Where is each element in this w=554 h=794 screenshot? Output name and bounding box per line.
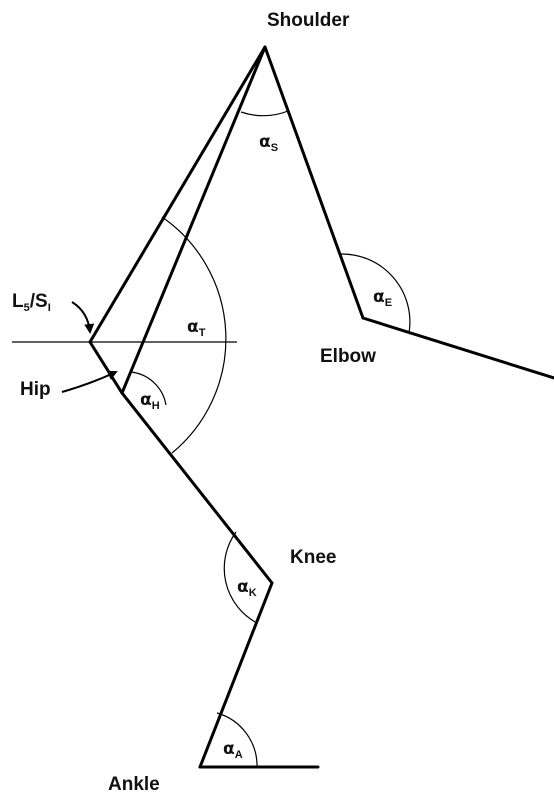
knee-angle-arc	[223, 531, 258, 624]
elbow-label: Elbow	[320, 346, 376, 367]
shoulder-angle-arc	[240, 110, 289, 117]
trunk-angle-subscript: T	[199, 327, 206, 339]
trunk-angle-label: αT	[187, 317, 206, 339]
knee-angle-symbol: α	[237, 577, 249, 597]
shoulder-angle-symbol: α	[259, 132, 271, 152]
hip-angle-arc	[130, 371, 167, 406]
elbow-angle-label: αE	[373, 287, 392, 309]
shoulder-angle-label: αS	[259, 132, 278, 154]
ankle-angle-subscript: A	[235, 749, 243, 761]
elbow-angle-subscript: E	[385, 297, 392, 309]
trunk-angle-symbol: α	[187, 317, 199, 337]
trunk-segment-shoulder-to-l5s1	[88, 45, 267, 344]
hip-angle-symbol: α	[140, 390, 152, 410]
knee-angle-subscript: K	[249, 587, 257, 599]
trunk-segment-shoulder-to-hip	[120, 45, 267, 395]
forearm-segment	[361, 316, 554, 380]
l5s1-to-hip-segment	[88, 340, 124, 395]
ankle-angle-symbol: α	[223, 739, 235, 759]
l5s1-label: L5/SI	[12, 291, 51, 314]
hip-angle-subscript: H	[152, 400, 160, 412]
hip-label: Hip	[20, 379, 51, 400]
shank-segment	[198, 581, 274, 769]
knee-angle-label: αK	[237, 577, 257, 599]
shoulder-angle-subscript: S	[271, 142, 278, 154]
l5s1-separator-text: /S	[30, 291, 48, 312]
ankle-angle-label: αA	[223, 739, 243, 761]
ankle-angle-arc	[216, 712, 258, 768]
elbow-angle-symbol: α	[373, 287, 385, 307]
shoulder-label: Shoulder	[267, 10, 350, 31]
elbow-angle-arc	[339, 253, 411, 334]
hip-angle-label: αH	[140, 390, 160, 412]
thigh-segment	[120, 391, 274, 585]
ankle-label: Ankle	[108, 774, 160, 794]
upper-arm-segment	[263, 45, 365, 320]
l5s1-subscript-2: I	[48, 302, 51, 314]
l5s1-subscript-1: 5	[24, 302, 30, 314]
l5s1-main-text: L	[12, 291, 24, 312]
l5s1-pointer-arrow	[71, 301, 95, 334]
trunk-angle-arc	[161, 216, 227, 454]
hip-pointer-arrow	[61, 370, 118, 393]
knee-label: Knee	[290, 547, 336, 568]
